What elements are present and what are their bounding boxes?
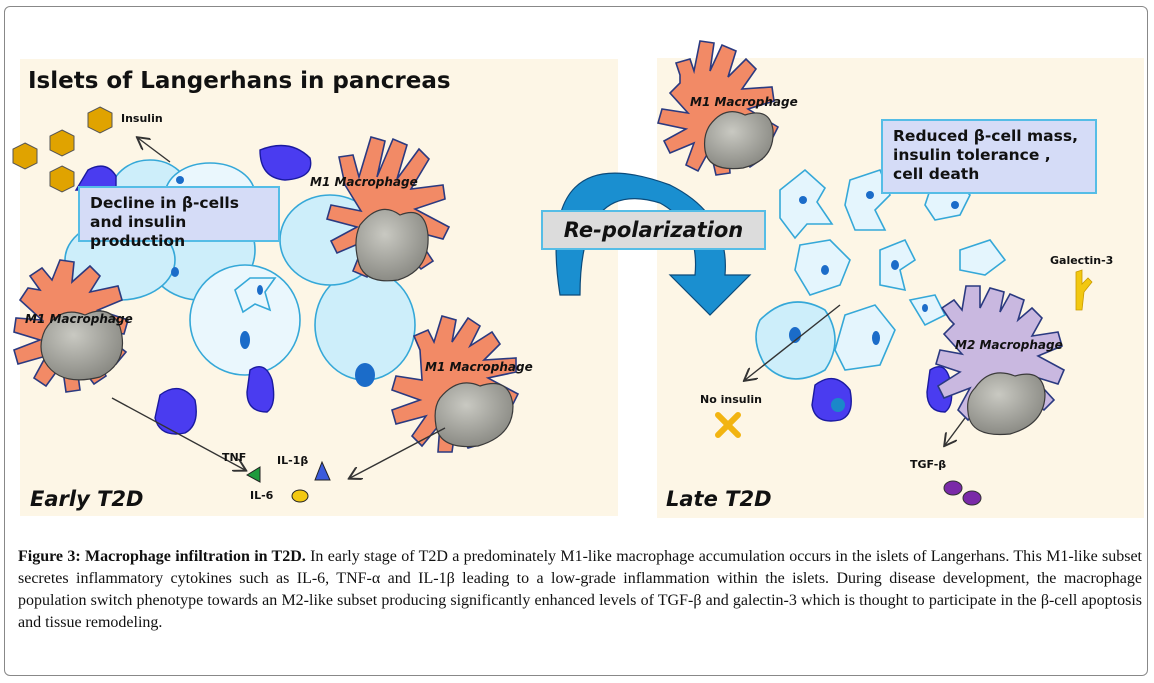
decline-callout: Decline in β-cells and insulin productio… <box>78 186 280 250</box>
alpha-cell <box>154 387 197 435</box>
nucleus <box>967 372 1046 436</box>
repolarization-label: Re-polarization <box>541 210 766 250</box>
m1-cytokine-arrow <box>350 427 446 478</box>
m1-macrophage-label: M1 Macrophage <box>690 95 798 109</box>
m1-macrophage-label: M1 Macrophage <box>25 312 133 326</box>
tnf-triangle-icon <box>245 466 261 483</box>
tgf-molecule-icon <box>962 490 982 506</box>
beta-cell <box>779 168 834 240</box>
il1b-label: IL-1β <box>277 454 309 467</box>
figure-caption: Figure 3: Macrophage infiltration in T2D… <box>18 546 1142 634</box>
m1-cytokine-arrow <box>111 397 245 470</box>
m1-macrophage-label: M1 Macrophage <box>425 360 533 374</box>
tgf-molecule-icon <box>943 480 963 496</box>
alpha-cells-right <box>811 366 953 422</box>
beta-cell <box>189 264 301 376</box>
alpha-cell <box>246 366 275 413</box>
late-t2d-label: Late T2D <box>666 487 772 511</box>
insulin-hexagon <box>12 142 38 170</box>
il6-label: IL-6 <box>250 489 274 502</box>
beta-cell <box>834 304 896 371</box>
beta-cell <box>234 277 277 314</box>
insulin-hexagons <box>12 106 113 193</box>
alpha-cell <box>811 377 852 422</box>
nucleus <box>355 208 429 282</box>
tgf-arrow <box>945 417 966 445</box>
insulin-arrow <box>138 138 171 163</box>
nucleus <box>703 111 774 170</box>
nucleus <box>40 310 124 381</box>
galectin-3-icon <box>1075 269 1093 311</box>
panel-title: Islets of Langerhans in pancreas <box>28 68 451 94</box>
repolarization-arrow-icon <box>555 172 752 316</box>
no-insulin-x-icon <box>715 412 741 438</box>
figure-frame <box>4 6 1148 676</box>
tgf-beta-label: TGF-β <box>910 458 947 471</box>
alpha-cell <box>259 144 312 181</box>
il6-ellipse-icon <box>291 489 309 503</box>
caption-label: Figure 3: Macrophage infiltration in T2D… <box>18 548 306 565</box>
reduced-mass-callout: Reduced β-cell mass, insulin tolerance ,… <box>881 119 1097 194</box>
no-insulin-label: No insulin <box>700 393 762 406</box>
tnf-label: TNF <box>222 451 247 464</box>
il1b-triangle-icon <box>314 460 331 481</box>
insulin-label: Insulin <box>121 112 163 125</box>
alpha-cells-left <box>74 144 312 435</box>
m1-macrophage-label: M1 Macrophage <box>310 175 418 189</box>
early-t2d-label: Early T2D <box>30 487 144 511</box>
galectin-3-label: Galectin-3 <box>1050 254 1114 267</box>
no-insulin-arrow <box>745 304 841 380</box>
nucleus <box>434 382 514 448</box>
caption-text: In early stage of T2D a predominately M1… <box>18 548 1142 631</box>
insulin-hexagon <box>49 165 75 193</box>
insulin-hexagon <box>87 106 113 134</box>
m2-macrophage-label: M2 Macrophage <box>955 338 1063 352</box>
beta-cell <box>959 239 1007 276</box>
insulin-hexagon <box>49 129 75 157</box>
